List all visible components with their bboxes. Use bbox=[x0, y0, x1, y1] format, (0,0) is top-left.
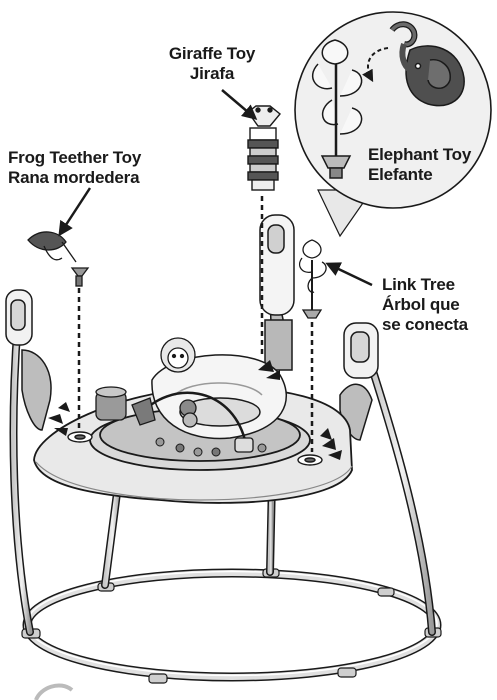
frog-teether-label: Frog Teether Toy Rana mordedera bbox=[8, 148, 178, 188]
giraffe-label-en: Giraffe Toy bbox=[152, 44, 272, 64]
lion-toy bbox=[161, 338, 195, 372]
center-post bbox=[260, 215, 294, 370]
link-tree-socket bbox=[298, 455, 322, 465]
elephant-label-es: Elefante bbox=[368, 165, 493, 185]
giraffe-label-es: Jirafa bbox=[152, 64, 272, 84]
drum-toy bbox=[96, 387, 126, 420]
link-tree-toy bbox=[300, 240, 326, 318]
left-upper-post bbox=[6, 290, 32, 345]
link-tree-label-en: Link Tree bbox=[382, 275, 492, 295]
frog-label-en: Frog Teether Toy bbox=[8, 148, 178, 168]
giraffe-toy-label: Giraffe Toy Jirafa bbox=[152, 44, 272, 84]
link-tree-label-es-2: se conecta bbox=[382, 315, 492, 335]
bottom-edge-shape bbox=[36, 685, 72, 700]
frog-label-es: Rana mordedera bbox=[8, 168, 178, 188]
link-tree-label: Link Tree Árbol que se conecta bbox=[382, 275, 492, 335]
elephant-toy-label: Elephant Toy Elefante bbox=[368, 145, 493, 185]
link-tree-label-es-1: Árbol que bbox=[382, 295, 492, 315]
base-ring bbox=[27, 572, 437, 678]
frog-teether-toy bbox=[28, 232, 88, 286]
elephant-label-en: Elephant Toy bbox=[368, 145, 493, 165]
giraffe-toy bbox=[248, 106, 280, 190]
frog-socket bbox=[68, 432, 92, 442]
right-upper-post bbox=[344, 323, 378, 378]
